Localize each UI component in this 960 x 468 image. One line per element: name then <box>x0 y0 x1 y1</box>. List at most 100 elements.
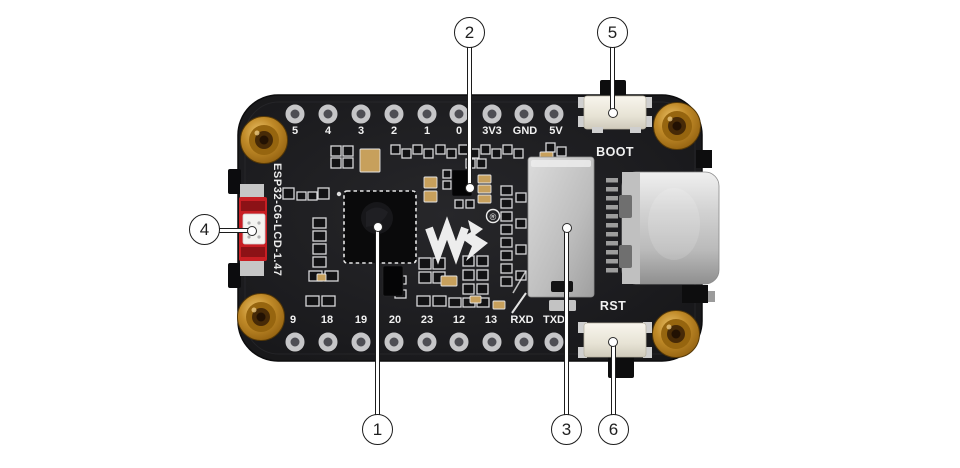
pin-hole <box>351 104 371 124</box>
silkscreen-pad <box>462 269 475 281</box>
mounting-standoffs <box>237 102 701 358</box>
silkscreen-pad <box>500 237 513 248</box>
smd-component <box>423 190 438 203</box>
silkscreen-pad <box>448 297 462 308</box>
pin-label-top-0: 0 <box>455 125 463 137</box>
pin-hole <box>285 104 305 124</box>
usb-c-port <box>606 150 720 303</box>
smd-component <box>359 148 381 173</box>
pin-label-top-3: 3 <box>357 125 365 137</box>
pin-hole <box>514 332 534 352</box>
silkscreen-pad <box>556 146 567 157</box>
callout-number-4: 4 <box>199 219 210 239</box>
silkscreen-pad <box>500 224 513 235</box>
callout-number-6: 6 <box>608 419 619 439</box>
silkscreen-pad <box>317 187 330 200</box>
pin-label-bottom-19: 19 <box>354 314 368 326</box>
silkscreen-pad <box>282 187 295 200</box>
silkscreen-pad <box>442 169 452 179</box>
silkscreen-pad <box>476 158 487 169</box>
usb-pin <box>606 196 618 201</box>
pin-label-top-4: 4 <box>324 125 332 137</box>
pin-label-bottom-TXD: TXD <box>543 314 565 326</box>
pin-label-bottom-9: 9 <box>289 314 297 326</box>
callout-circle-4: 4 <box>189 214 220 245</box>
usb-pin <box>606 241 618 246</box>
silkscreen-pad <box>432 295 447 307</box>
boot-label: BOOT <box>596 145 634 159</box>
silkscreen-pad <box>312 217 327 229</box>
callout-number-2: 2 <box>464 22 475 42</box>
pin-hole <box>318 332 338 352</box>
silkscreen-pad <box>476 283 489 295</box>
leader-dot-5 <box>608 108 618 118</box>
leader-dot-3 <box>562 223 572 233</box>
silkscreen-pad <box>307 191 318 201</box>
silkscreen-pad <box>491 148 502 159</box>
silkscreen-pad <box>390 144 401 155</box>
silkscreen-pad <box>401 148 412 159</box>
usb-pin <box>606 178 618 183</box>
silkscreen-pad <box>454 199 464 209</box>
smd-component <box>477 184 492 194</box>
pin-hole <box>351 332 371 352</box>
pin-label-top-2: 2 <box>390 125 398 137</box>
pin-label-top-1: 1 <box>423 125 431 137</box>
leader-line-4 <box>219 228 252 233</box>
smd-component <box>423 176 438 189</box>
silkscreen-pad <box>515 244 527 255</box>
silkscreen-pad <box>513 148 524 159</box>
silkscreen-pad <box>442 180 452 190</box>
smd-component <box>477 194 492 204</box>
smd-component <box>492 300 506 310</box>
smd-component <box>440 275 458 287</box>
silkscreen-pad <box>423 148 434 159</box>
pin-hole <box>384 104 404 124</box>
pin-label-bottom-20: 20 <box>388 314 402 326</box>
usb-pin <box>606 250 618 255</box>
silkscreen-pad <box>342 157 354 169</box>
pin-label-bottom-RXD: RXD <box>510 314 534 326</box>
standoff-top-left <box>259 135 269 145</box>
usb-pins <box>606 178 618 273</box>
smd-component <box>469 295 482 304</box>
usb-pin <box>606 205 618 210</box>
callout-number-1: 1 <box>372 419 383 439</box>
callout-circle-5: 5 <box>597 17 628 48</box>
standoff-bottom-left <box>251 307 257 313</box>
standoff-bottom-left <box>256 312 266 322</box>
standoff-top-right <box>672 121 682 131</box>
silkscreen-pad <box>476 269 489 281</box>
pin-hole <box>285 332 305 352</box>
pin-label-top-5: 5 <box>291 125 299 137</box>
silkscreen-pad <box>500 198 513 209</box>
silkscreen-pad <box>462 283 475 295</box>
silkscreen-pad <box>435 144 446 155</box>
pin-hole <box>417 332 437 352</box>
smd-component <box>477 174 492 184</box>
usb-pin <box>606 223 618 228</box>
silkscreen-pad <box>500 250 513 261</box>
leader-line-6 <box>611 342 616 416</box>
silkscreen-pad <box>324 270 339 282</box>
pin-label-bottom-23: 23 <box>420 314 434 326</box>
smd-components <box>316 148 554 310</box>
pin-hole <box>417 104 437 124</box>
silkscreen-pad <box>312 256 327 268</box>
standoff-top-right <box>667 116 673 122</box>
leader-dot-2 <box>465 183 475 193</box>
silkscreen-pad <box>500 263 513 274</box>
silkscreen-marks <box>511 270 527 314</box>
silkscreen-pad <box>500 185 513 196</box>
registered-mark: ® <box>490 212 497 222</box>
silkscreen-pad <box>330 157 342 169</box>
callout-number-5: 5 <box>607 22 618 42</box>
silkscreen-pad <box>312 230 327 242</box>
callout-circle-3: 3 <box>551 414 582 445</box>
pin-label-bottom-13: 13 <box>484 314 498 326</box>
smd-component <box>316 273 327 282</box>
silkscreen-pad <box>502 144 513 155</box>
silkscreen-pad <box>330 145 342 157</box>
